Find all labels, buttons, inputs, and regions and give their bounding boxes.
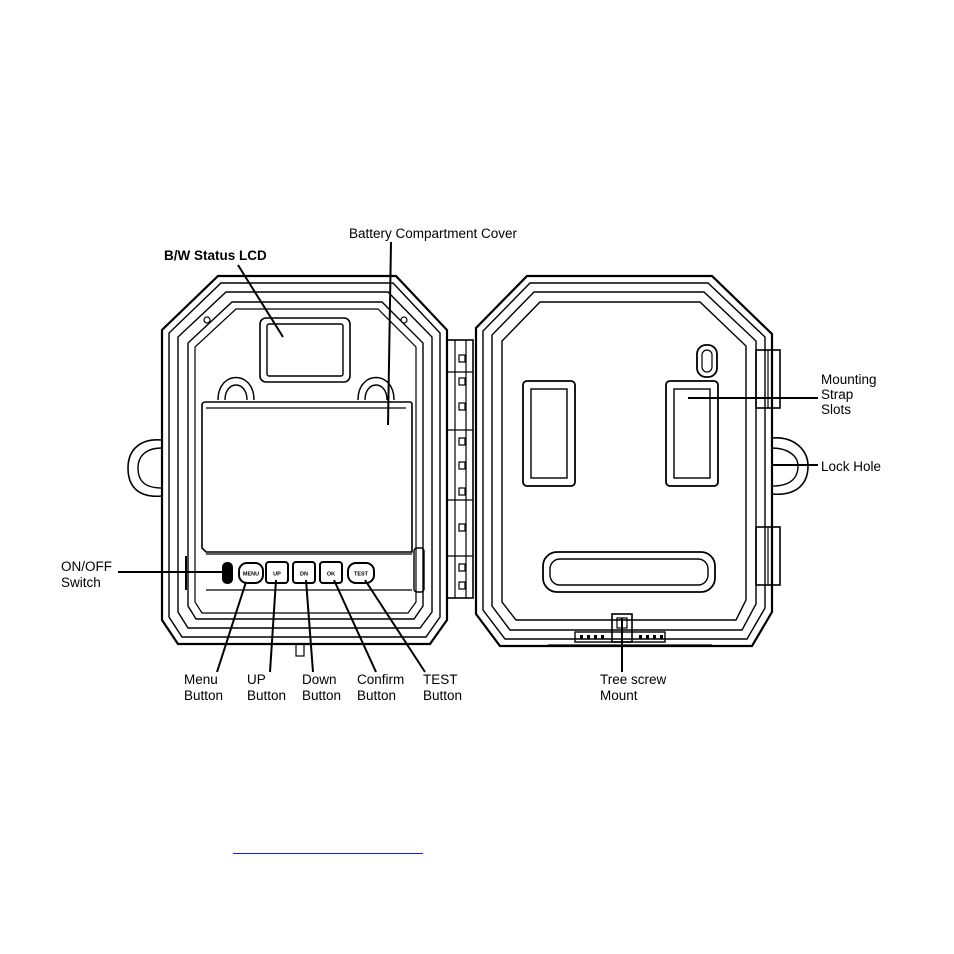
label-menu: Menu: [184, 672, 218, 687]
label-on-off-switch: Switch: [61, 575, 101, 590]
menu-button-text: MENU: [243, 572, 259, 578]
label-lock-hole: Lock Hole: [821, 459, 881, 474]
right-back: [474, 274, 809, 648]
down-button-graphic: DN: [292, 561, 316, 584]
label-test: TEST: [423, 672, 458, 687]
leader-battery-cover: [387, 241, 392, 426]
leader-confirm: [333, 579, 377, 673]
label-test-button: Button: [423, 688, 462, 703]
leader-menu: [216, 581, 247, 673]
label-down-button: Button: [302, 688, 341, 703]
label-battery-cover: Battery Compartment Cover: [349, 226, 518, 241]
label-strap: Strap: [821, 387, 853, 402]
label-up-button: Button: [247, 688, 286, 703]
up-button-text: UP: [273, 572, 281, 578]
label-tree-screw-mount: Mount: [600, 688, 638, 703]
test-button-text: TEST: [354, 572, 369, 578]
label-menu-button: Button: [184, 688, 223, 703]
ok-button-text: OK: [327, 572, 335, 578]
label-confirm: Confirm: [357, 672, 404, 687]
ok-button-graphic: OK: [319, 561, 343, 584]
leader-lcd: [237, 264, 284, 338]
link-underline[interactable]: [233, 853, 423, 854]
hinge: [446, 339, 474, 599]
leader-test: [364, 579, 426, 673]
label-on-off: ON/OFF: [61, 559, 112, 574]
left-door: MENU UP DN OK TEST: [127, 274, 449, 657]
label-down: Down: [302, 672, 337, 687]
up-button-graphic: UP: [265, 561, 289, 584]
test-button-graphic: TEST: [347, 562, 375, 584]
label-mounting: Mounting: [821, 372, 877, 387]
label-tree-screw: Tree screw: [600, 672, 667, 687]
label-up: UP: [247, 672, 266, 687]
down-button-text: DN: [300, 572, 308, 578]
menu-button-graphic: MENU: [238, 562, 264, 584]
labels: B/W Status LCD Battery Compartment Cover…: [61, 226, 881, 703]
leader-up: [269, 579, 277, 673]
on-off-switch: [222, 562, 233, 584]
label-bw-status-lcd: B/W Status LCD: [164, 248, 267, 263]
leader-lines: [118, 241, 818, 673]
label-slots: Slots: [821, 402, 851, 417]
label-confirm-button: Button: [357, 688, 396, 703]
leader-down: [305, 579, 314, 673]
